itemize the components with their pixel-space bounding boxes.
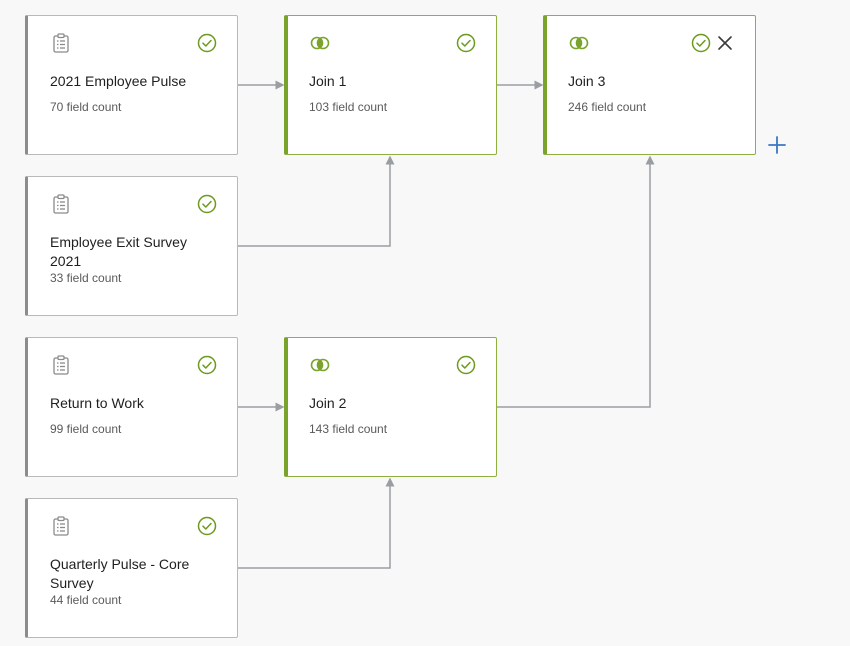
source-card-exit-survey[interactable]: Employee Exit Survey 2021 33 field count: [25, 176, 238, 316]
field-count: 33 field count: [50, 271, 122, 285]
check-circle-icon: [197, 33, 217, 53]
clipboard-icon: [53, 355, 69, 375]
card-title: Join 1: [309, 73, 347, 89]
clipboard-icon: [53, 194, 69, 214]
clipboard-icon: [53, 33, 69, 53]
join-venn-icon: [310, 358, 330, 372]
field-count: 246 field count: [568, 100, 647, 114]
field-count: 103 field count: [309, 100, 388, 114]
join-venn-icon: [569, 36, 589, 50]
connector-exit-survey-to-join-1: [237, 155, 395, 247]
check-circle-icon: [197, 194, 217, 214]
card-title: Quarterly Pulse - Core Survey: [50, 556, 190, 591]
close-icon[interactable]: [715, 33, 735, 53]
check-circle-icon: [197, 516, 217, 536]
card-title: Join 2: [309, 395, 347, 411]
clipboard-icon: [53, 516, 69, 536]
field-count: 99 field count: [50, 422, 122, 436]
field-count: 143 field count: [309, 422, 388, 436]
join-venn-icon: [310, 36, 330, 50]
source-card-return-to-work[interactable]: Return to Work 99 field count: [25, 337, 238, 477]
source-card-employee-pulse[interactable]: 2021 Employee Pulse 70 field count: [25, 15, 238, 155]
connector-quarterly-pulse-to-join-2: [237, 477, 395, 569]
plus-icon[interactable]: [766, 134, 788, 156]
field-count: 70 field count: [50, 100, 122, 114]
connector-join-2-to-join-3: [496, 155, 655, 408]
join-card-join-1[interactable]: Join 1 103 field count: [284, 15, 497, 155]
card-title: Return to Work: [50, 395, 144, 411]
check-circle-icon: [456, 355, 476, 375]
join-card-join-2[interactable]: Join 2 143 field count: [284, 337, 497, 477]
card-title: Join 3: [568, 73, 606, 89]
check-circle-icon: [691, 33, 711, 53]
card-title: 2021 Employee Pulse: [50, 73, 187, 89]
check-circle-icon: [197, 355, 217, 375]
join-card-join-3[interactable]: Join 3 246 field count: [543, 15, 756, 155]
check-circle-icon: [456, 33, 476, 53]
source-card-quarterly-pulse[interactable]: Quarterly Pulse - Core Survey 44 field c…: [25, 498, 238, 638]
card-title: Employee Exit Survey 2021: [50, 234, 187, 269]
field-count: 44 field count: [50, 593, 122, 607]
